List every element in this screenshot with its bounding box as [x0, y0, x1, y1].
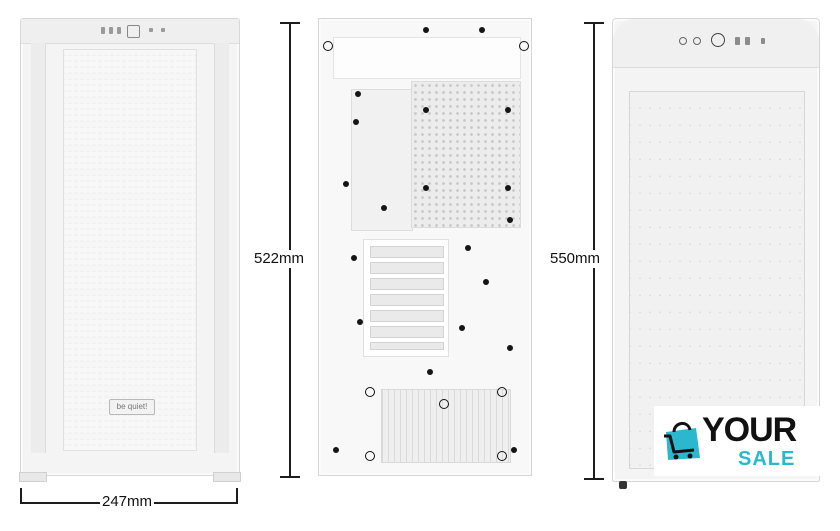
- screw-icon: [507, 345, 513, 351]
- front-height-label: 550mm: [548, 250, 603, 268]
- screw-icon: [355, 91, 361, 97]
- screw-icon: [465, 245, 471, 251]
- front-top-strip: [21, 19, 239, 44]
- expansion-slot: [370, 342, 444, 350]
- led-indicator-icon: [149, 28, 153, 32]
- screw-icon: [505, 107, 511, 113]
- expansion-slot: [370, 326, 444, 338]
- mount-hole-icon: [323, 41, 333, 51]
- screw-icon: [353, 119, 359, 125]
- io-port-icon: [117, 27, 121, 34]
- io-port-icon: [101, 27, 105, 34]
- screw-icon: [351, 255, 357, 261]
- screw-icon: [343, 181, 349, 187]
- logo-word-sale: SALE: [738, 448, 796, 470]
- case-foot: [213, 472, 241, 482]
- screw-icon: [333, 447, 339, 453]
- screw-icon: [423, 185, 429, 191]
- usb-port-icon: [735, 37, 740, 45]
- case-front-view: be quiet!: [19, 18, 241, 482]
- screw-icon: [505, 185, 511, 191]
- case-angled-front-view: [612, 18, 820, 489]
- usb-c-port-icon: [761, 38, 765, 44]
- top-radiator-bracket: [333, 37, 521, 79]
- screw-icon: [507, 217, 513, 223]
- led-indicator-icon: [161, 28, 165, 32]
- front-left-rail: [31, 43, 46, 453]
- power-button-icon: [127, 25, 140, 38]
- mount-hole-icon: [497, 451, 507, 461]
- case-foot: [19, 472, 47, 482]
- expansion-slot: [370, 278, 444, 290]
- screw-icon: [357, 319, 363, 325]
- audio-jack-icon: [679, 37, 687, 45]
- your-sale-logo: YOUR SALE: [654, 406, 834, 476]
- side-height-tick: [280, 476, 300, 478]
- screw-icon: [427, 369, 433, 375]
- shopping-bag-icon: [664, 422, 700, 460]
- expansion-slot: [370, 294, 444, 306]
- front-right-rail: [214, 43, 229, 453]
- screw-icon: [511, 447, 517, 453]
- side-height-label: 522mm: [252, 250, 307, 268]
- mount-hole-icon: [439, 399, 449, 409]
- width-dimension-label: 247mm: [100, 493, 155, 511]
- front-triangle-mesh-panel: [629, 91, 805, 469]
- case-side-open-view: [318, 18, 532, 476]
- width-dimension-tick: [20, 488, 22, 502]
- expansion-slot: [370, 246, 444, 258]
- mount-hole-icon: [519, 41, 529, 51]
- case-foot: [619, 481, 627, 489]
- expansion-slot: [370, 310, 444, 322]
- screw-icon: [459, 325, 465, 331]
- mount-hole-icon: [497, 387, 507, 397]
- logo-word-your: YOUR: [702, 411, 797, 449]
- screw-icon: [423, 107, 429, 113]
- mount-hole-icon: [365, 451, 375, 461]
- front-height-tick: [584, 478, 604, 480]
- mount-hole-icon: [365, 387, 375, 397]
- brand-badge: be quiet!: [109, 399, 155, 415]
- screw-icon: [483, 279, 489, 285]
- power-button-icon: [711, 33, 725, 47]
- screw-icon: [381, 205, 387, 211]
- audio-jack-icon: [693, 37, 701, 45]
- expansion-slot: [370, 262, 444, 274]
- usb-port-icon: [745, 37, 750, 45]
- front-mesh-panel: [63, 49, 197, 451]
- screw-icon: [423, 27, 429, 33]
- io-port-icon: [109, 27, 113, 34]
- expansion-slots: [363, 239, 449, 357]
- screw-icon: [479, 27, 485, 33]
- side-height-line: [289, 22, 291, 476]
- width-dimension-tick: [236, 488, 238, 502]
- rear-fan-mesh: [411, 81, 521, 228]
